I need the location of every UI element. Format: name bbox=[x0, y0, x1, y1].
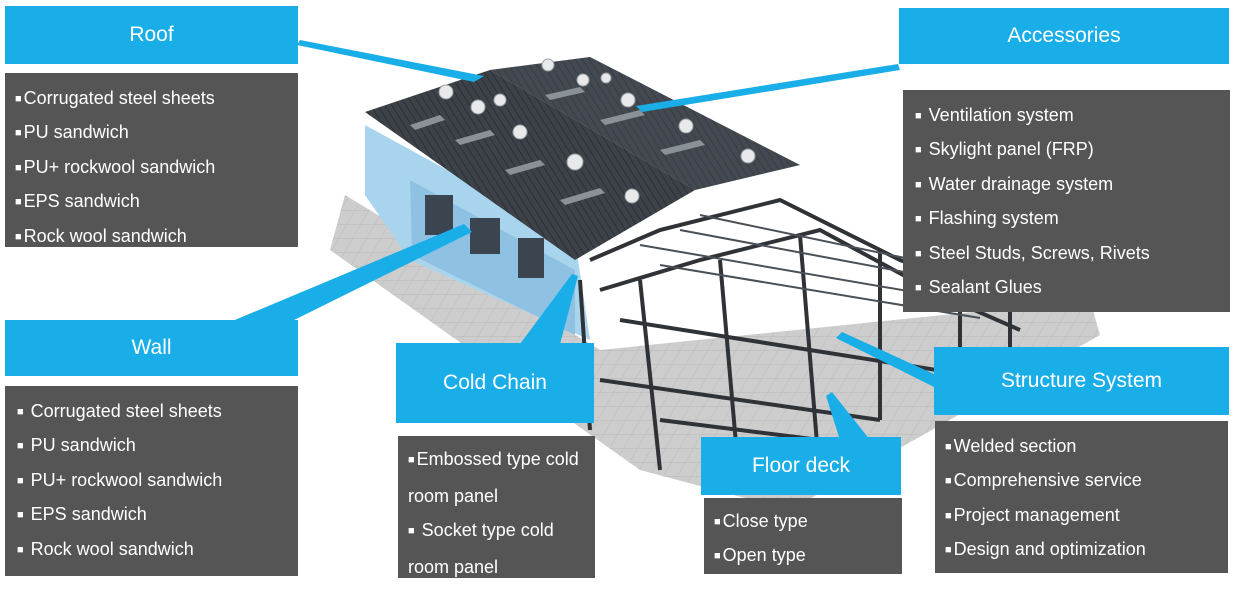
bullet-icon: ■ bbox=[17, 406, 24, 418]
bullet-icon: ■ bbox=[408, 525, 415, 537]
list-item: ■ Water drainage system bbox=[915, 173, 1114, 194]
list-item: ■ Skylight panel (FRP) bbox=[915, 139, 1094, 160]
accessories-callout-beam bbox=[636, 64, 900, 112]
bullet-icon: ■ bbox=[714, 550, 721, 563]
bullet-icon: ■ bbox=[915, 281, 922, 294]
ground-grid bbox=[330, 195, 1100, 510]
list-item: ■Project management bbox=[945, 504, 1120, 525]
bullet-icon: ■ bbox=[408, 454, 415, 466]
bullet-icon: ■ bbox=[15, 127, 22, 140]
floor-deck-list: ■Close type ■Open type bbox=[704, 498, 902, 574]
roof-list: ■Corrugated steel sheets ■PU sandwich ■P… bbox=[5, 73, 298, 247]
list-item: ■PU+ rockwool sandwich bbox=[15, 156, 216, 177]
roof-ventilators bbox=[438, 58, 756, 204]
list-item: ■ Socket type cold room panel bbox=[408, 520, 554, 577]
window bbox=[470, 218, 500, 254]
bullet-icon: ■ bbox=[714, 516, 721, 528]
list-item: ■Embossed type cold room panel bbox=[408, 449, 579, 506]
list-item: ■Design and optimization bbox=[945, 539, 1146, 560]
list-item: ■ Corrugated steel sheets bbox=[17, 401, 222, 421]
bullet-icon: ■ bbox=[17, 509, 24, 522]
list-item: ■PU sandwich bbox=[15, 122, 129, 143]
bullet-icon: ■ bbox=[945, 544, 952, 557]
steel-frame bbox=[578, 197, 1021, 491]
bullet-icon: ■ bbox=[915, 144, 922, 157]
bullet-icon: ■ bbox=[915, 178, 922, 191]
skylights bbox=[410, 87, 705, 205]
list-item: ■ Ventilation system bbox=[915, 105, 1074, 125]
list-item: ■ Steel Studs, Screws, Rivets bbox=[915, 242, 1150, 263]
wall-callout-beam bbox=[230, 224, 472, 322]
wall-title: Wall bbox=[5, 320, 298, 376]
list-item: ■Close type bbox=[714, 511, 808, 531]
bullet-icon: ■ bbox=[15, 161, 22, 174]
list-item: ■Comprehensive service bbox=[945, 470, 1142, 491]
structure-callout-beam bbox=[836, 332, 936, 388]
cold-chain-list: ■Embossed type cold room panel ■ Socket … bbox=[398, 436, 595, 578]
door bbox=[425, 195, 453, 235]
bullet-icon: ■ bbox=[945, 441, 952, 453]
list-item: ■ Flashing system bbox=[915, 208, 1059, 229]
floor-deck-callout-beam bbox=[826, 392, 870, 440]
cold-chain-callout-beam bbox=[520, 274, 578, 344]
bullet-icon: ■ bbox=[915, 247, 922, 260]
list-item: ■ PU sandwich bbox=[17, 435, 136, 456]
list-item: ■EPS sandwich bbox=[15, 191, 140, 212]
bullet-icon: ■ bbox=[945, 475, 952, 488]
floor-deck-title: Floor deck bbox=[701, 437, 901, 495]
roof-callout-beam bbox=[297, 40, 484, 82]
list-item: ■Open type bbox=[714, 545, 806, 566]
bullet-icon: ■ bbox=[17, 543, 24, 556]
structure-system-list: ■Welded section ■Comprehensive service ■… bbox=[935, 421, 1228, 573]
accessories-title: Accessories bbox=[899, 8, 1229, 64]
list-item: ■Rock wool sandwich bbox=[15, 225, 187, 246]
list-item: ■Welded section bbox=[945, 436, 1077, 456]
cold-chain-title: Cold Chain bbox=[396, 343, 594, 423]
bullet-icon: ■ bbox=[915, 213, 922, 226]
bullet-icon: ■ bbox=[17, 474, 24, 487]
wall-list: ■ Corrugated steel sheets ■ PU sandwich … bbox=[5, 386, 298, 576]
bullet-icon: ■ bbox=[15, 230, 22, 243]
structure-system-title: Structure System bbox=[934, 347, 1229, 415]
list-item: ■ Sealant Glues bbox=[915, 276, 1042, 297]
bullet-icon: ■ bbox=[15, 196, 22, 209]
list-item: ■ EPS sandwich bbox=[17, 504, 147, 525]
accessories-list: ■ Ventilation system ■ Skylight panel (F… bbox=[903, 90, 1230, 312]
list-item: ■ Rock wool sandwich bbox=[17, 538, 194, 559]
window bbox=[518, 238, 544, 278]
bullet-icon: ■ bbox=[15, 93, 22, 105]
bullet-icon: ■ bbox=[17, 440, 24, 453]
list-item: ■Corrugated steel sheets bbox=[15, 88, 215, 108]
roof-title: Roof bbox=[5, 6, 298, 64]
bullet-icon: ■ bbox=[915, 110, 922, 122]
list-item: ■ PU+ rockwool sandwich bbox=[17, 469, 223, 490]
bullet-icon: ■ bbox=[945, 509, 952, 522]
